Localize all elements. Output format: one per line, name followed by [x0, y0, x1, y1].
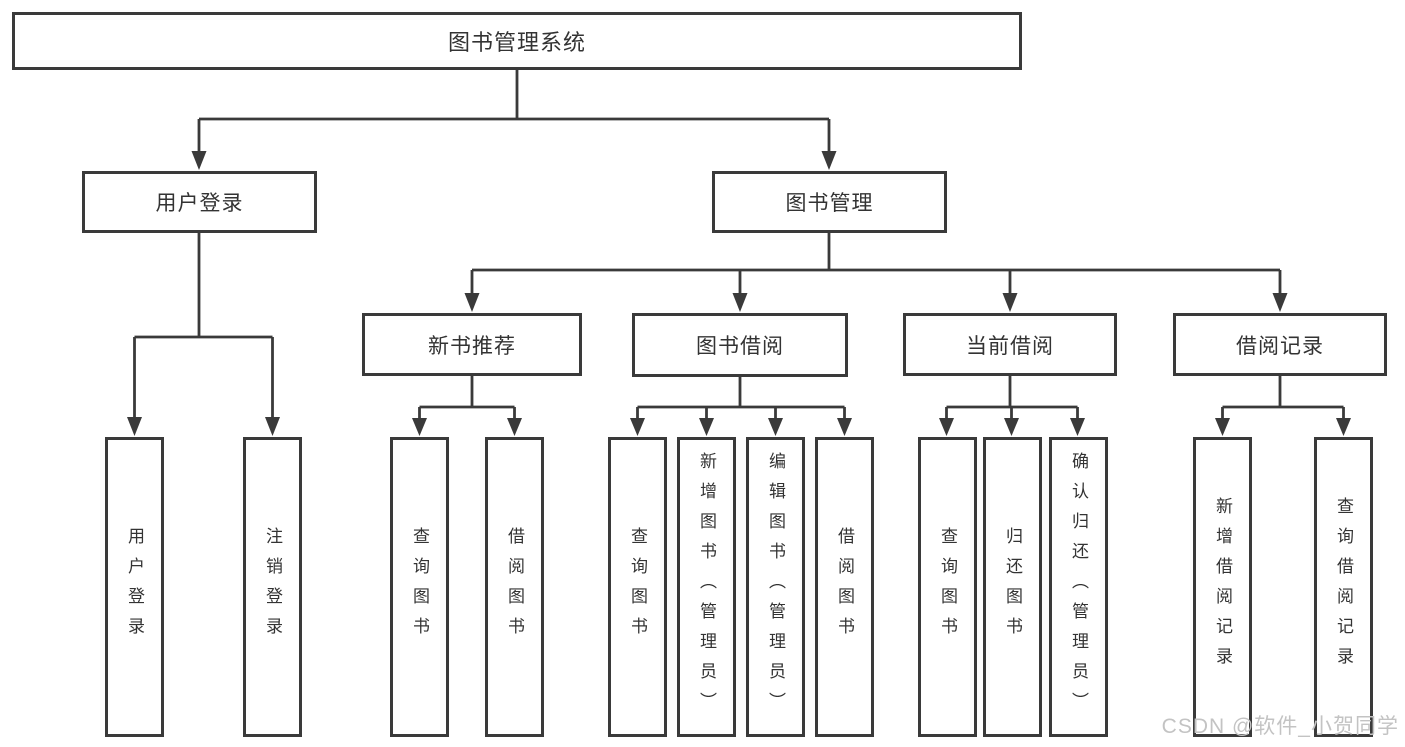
node-borrowing-records-label: 借阅记录: [1236, 334, 1324, 358]
leaf-query-books-current: 查询图书: [918, 437, 977, 737]
leaf-add-borrow-record-label: 新增借阅记录: [1213, 497, 1232, 677]
leaf-borrow-books-recommend: 借阅图书: [485, 437, 544, 737]
node-book-management-label: 图书管理: [785, 192, 874, 215]
node-book-borrowing: 图书借阅: [632, 313, 848, 377]
leaf-query-borrow-record-label: 查询借阅记录: [1334, 497, 1353, 677]
watermark-text: CSDN @软件_小贺同学: [1161, 715, 1399, 738]
node-new-book-recommendation: 新书推荐: [362, 313, 582, 376]
node-book-borrowing-label: 图书借阅: [696, 335, 784, 358]
leaf-edit-books-admin-label: 编辑图书（管理员）: [766, 452, 785, 722]
leaf-return-books-label: 归还图书: [1003, 527, 1022, 647]
node-user-login: 用户登录: [82, 171, 317, 233]
node-book-management: 图书管理: [712, 171, 947, 233]
leaf-confirm-return-admin: 确认归还（管理员）: [1049, 437, 1108, 737]
leaf-add-borrow-record: 新增借阅记录: [1193, 437, 1252, 737]
leaf-query-books-recommend: 查询图书: [390, 437, 449, 737]
leaf-return-books: 归还图书: [983, 437, 1042, 737]
leaf-borrow-books: 借阅图书: [815, 437, 874, 737]
leaf-query-borrow-record: 查询借阅记录: [1314, 437, 1373, 737]
leaf-query-books-recommend-label: 查询图书: [410, 527, 429, 647]
leaf-user-login-label: 用户登录: [125, 527, 144, 647]
leaf-edit-books-admin: 编辑图书（管理员）: [746, 437, 805, 737]
leaf-confirm-return-admin-label: 确认归还（管理员）: [1069, 452, 1088, 722]
leaf-user-login: 用户登录: [105, 437, 164, 737]
leaf-logout-login-label: 注销登录: [263, 527, 282, 647]
node-user-login-label: 用户登录: [155, 192, 244, 215]
node-current-borrowing-label: 当前借阅: [966, 334, 1054, 358]
leaf-borrow-books-recommend-label: 借阅图书: [505, 527, 524, 647]
leaf-borrow-books-label: 借阅图书: [835, 527, 854, 647]
leaf-query-books-current-label: 查询图书: [938, 527, 957, 647]
leaf-add-books-admin: 新增图书（管理员）: [677, 437, 736, 737]
node-library-system: 图书管理系统: [12, 12, 1022, 70]
leaf-query-books-borrow-label: 查询图书: [628, 527, 647, 647]
node-library-system-label: 图书管理系统: [447, 30, 586, 55]
node-borrowing-records: 借阅记录: [1173, 313, 1387, 376]
node-current-borrowing: 当前借阅: [903, 313, 1117, 376]
node-new-book-recommendation-label: 新书推荐: [428, 334, 516, 358]
leaf-query-books-borrow: 查询图书: [608, 437, 667, 737]
leaf-logout-login: 注销登录: [243, 437, 302, 737]
leaf-add-books-admin-label: 新增图书（管理员）: [697, 452, 716, 722]
